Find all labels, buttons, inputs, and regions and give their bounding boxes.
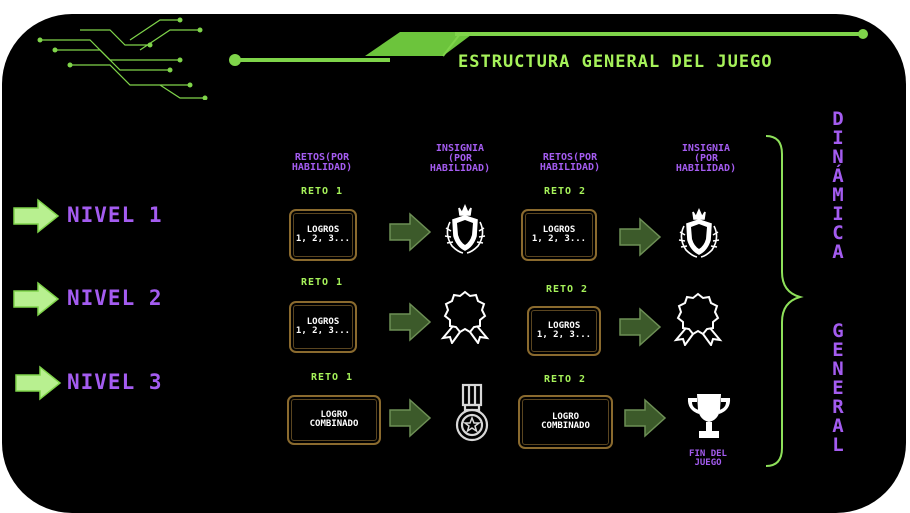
side-letter: N xyxy=(832,358,844,380)
arrow-right-icon xyxy=(619,307,662,347)
achievement-box: LOGRO COMBINADO xyxy=(518,395,613,449)
reto-label: RETO 2 xyxy=(543,374,587,385)
achievement-box: LOGRO COMBINADO xyxy=(287,395,381,445)
side-label-general: G E N E R A L xyxy=(828,322,848,455)
side-letter: R xyxy=(832,396,844,418)
achievement-box-text: LOGROS 1, 2, 3... xyxy=(295,317,351,336)
reto-label: RETO 2 xyxy=(545,284,589,295)
achievement-box-text: LOGROS 1, 2, 3... xyxy=(295,225,351,244)
side-letter: G xyxy=(832,320,844,342)
side-letter: N xyxy=(832,146,844,168)
side-letter: D xyxy=(832,108,844,130)
page-title: ESTRUCTURA GENERAL DEL JUEGO xyxy=(458,52,773,72)
crest-badge-icon xyxy=(678,207,720,258)
column-header-insignia-2: INSIGNIA (POR HABILIDAD) xyxy=(675,143,737,174)
diagram-background xyxy=(2,14,906,513)
side-letter: E xyxy=(832,339,844,361)
arrow-right-icon xyxy=(15,365,62,401)
level-label-2: NIVEL 2 xyxy=(67,286,163,310)
medal-icon xyxy=(455,383,489,442)
side-label-dinamica: D I N Á M I C A xyxy=(828,110,848,262)
arrow-right-icon xyxy=(389,302,432,342)
column-header-retos-1: RETOS(POR HABILIDAD) xyxy=(291,152,353,173)
reto-label: RETO 2 xyxy=(543,186,587,197)
trophy-icon xyxy=(687,394,731,438)
reto-label: RETO 1 xyxy=(300,277,344,288)
column-header-retos-2: RETOS(POR HABILIDAD) xyxy=(539,152,601,173)
achievement-box-text: LOGROS 1, 2, 3... xyxy=(531,225,587,244)
achievement-box-text: LOGROS 1, 2, 3... xyxy=(536,321,592,340)
arrow-right-icon xyxy=(13,281,60,317)
achievement-box: LOGROS 1, 2, 3... xyxy=(289,301,357,353)
achievement-box: LOGROS 1, 2, 3... xyxy=(289,209,357,261)
curly-brace xyxy=(765,135,804,467)
crest-badge-icon xyxy=(444,203,486,254)
level-label-3: NIVEL 3 xyxy=(67,370,163,394)
end-of-game-label: FIN DEL JUEGO xyxy=(689,449,727,468)
side-letter: Á xyxy=(832,165,844,187)
arrow-right-icon xyxy=(13,198,60,234)
side-letter: L xyxy=(832,434,844,456)
rosette-badge-icon xyxy=(440,290,490,344)
achievement-box-text: LOGRO COMBINADO xyxy=(541,412,590,431)
achievement-box: LOGROS 1, 2, 3... xyxy=(521,209,597,261)
reto-label: RETO 1 xyxy=(300,186,344,197)
column-header-insignia-1: INSIGNIA (POR HABILIDAD) xyxy=(429,143,491,174)
header-bar xyxy=(229,29,868,66)
side-letter: A xyxy=(832,415,844,437)
side-letter: M xyxy=(832,184,844,206)
circuit-decoration xyxy=(37,17,208,100)
arrow-right-icon xyxy=(624,398,667,438)
side-letter: C xyxy=(832,222,844,244)
achievement-box: LOGROS 1, 2, 3... xyxy=(527,306,601,356)
side-letter: I xyxy=(832,127,844,149)
arrow-right-icon xyxy=(389,398,432,438)
arrow-right-icon xyxy=(389,212,432,252)
side-letter: E xyxy=(832,377,844,399)
level-label-1: NIVEL 1 xyxy=(67,203,163,227)
reto-label: RETO 1 xyxy=(310,372,354,383)
rosette-badge-icon xyxy=(673,292,723,346)
side-letter: I xyxy=(832,203,844,225)
side-letter: A xyxy=(832,241,844,263)
achievement-box-text: LOGRO COMBINADO xyxy=(309,410,359,429)
arrow-right-icon xyxy=(619,217,662,257)
